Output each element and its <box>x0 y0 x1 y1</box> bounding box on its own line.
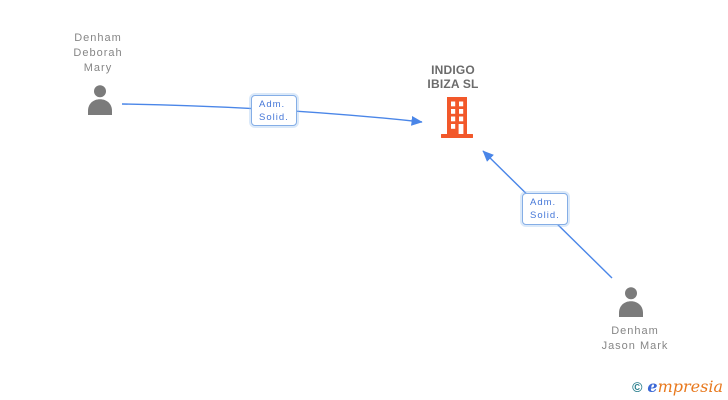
edge1-label-line1: Adm. <box>259 99 286 110</box>
person2-name-line1: Denham <box>611 325 659 337</box>
edge2-label-line2: Solid. <box>530 209 560 221</box>
person1-name-line3: Mary <box>83 62 113 74</box>
edge2-label-line1: Adm. <box>530 197 557 208</box>
company-name-indigo-ibiza-sl[interactable]: INDIGO IBIZA SL <box>392 63 514 91</box>
edge-label-adm-solid-2: Adm. Solid. <box>522 193 568 225</box>
person2-name-line2: Jason Mark <box>601 340 669 352</box>
building-icon[interactable] <box>440 97 474 138</box>
brand-logo[interactable]: © empresia <box>632 377 723 396</box>
company-name-line1: INDIGO <box>431 63 475 77</box>
person1-name-line2: Deborah <box>73 47 123 59</box>
company-name-line2: IBIZA SL <box>427 77 479 91</box>
person-icon[interactable] <box>86 85 114 115</box>
person-icon[interactable] <box>617 287 645 317</box>
brand-rest: mpresia <box>657 377 723 396</box>
edge1-label-line2: Solid. <box>259 111 289 123</box>
brand-wordmark: empresia <box>647 377 723 396</box>
person-name-denham-deborah-mary[interactable]: Denham Deborah Mary <box>38 31 158 76</box>
person-name-denham-jason-mark[interactable]: Denham Jason Mark <box>575 324 695 354</box>
person1-name-line1: Denham <box>74 32 122 44</box>
edge-label-adm-solid-1: Adm. Solid. <box>251 95 297 126</box>
brand-initial: e <box>647 377 658 396</box>
copyright-icon: © <box>632 379 643 395</box>
